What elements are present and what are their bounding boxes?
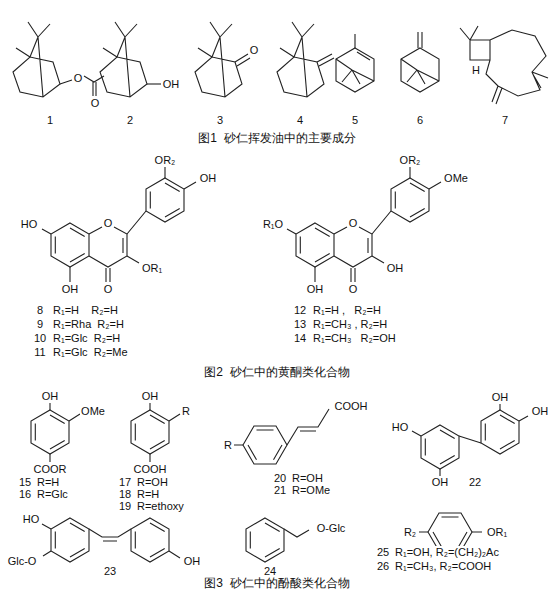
bornyl-acetate (13, 22, 104, 97)
atom-label: HO (22, 513, 41, 526)
substituent-note: R₁=Glc R₂=H (52, 332, 121, 345)
borneol (100, 22, 161, 97)
substituent-note: R₁=Rha R₂=H (52, 318, 125, 331)
flavonol-left (42, 167, 196, 282)
compound-number: 1 (46, 114, 54, 127)
atom-label: OR₁ (486, 526, 508, 539)
atom-label: OR₁ (141, 262, 163, 275)
atom-label: O (103, 217, 114, 230)
compound-number: 23 (103, 565, 117, 578)
atom-label: O (103, 283, 114, 296)
compound-number: 11 (33, 346, 46, 359)
atom-label: OH (183, 555, 202, 568)
compound-number: 14 (293, 332, 307, 345)
compound-number: 10 (33, 332, 47, 345)
atom-label: O (348, 283, 359, 296)
vanillic-acid (31, 403, 80, 462)
cinnamic-acid (234, 409, 329, 464)
biphenyl (412, 403, 528, 476)
atom-label: OH (306, 283, 325, 296)
atom-label: R (181, 405, 191, 418)
compound-number: 3 (216, 114, 224, 127)
compound-number: 19 (118, 500, 132, 513)
compound-number: 4 (296, 114, 304, 127)
atom-label: OH (61, 283, 80, 296)
substituent-note: R₁=Glc R₂=Me (52, 346, 129, 359)
atom-label: COOH (133, 463, 168, 476)
atom-label: COOR (33, 463, 68, 476)
substituent-note: R₁=CH₃, R₂=COOH (394, 560, 492, 573)
atom-label: OH (491, 391, 510, 404)
atom-label: COOH (334, 400, 369, 413)
atom-label: O-Glc (316, 522, 347, 535)
atom-label: OH (41, 390, 60, 403)
atom-label: OH (386, 262, 405, 275)
compound-number: 8 (36, 304, 44, 317)
benzyl-glucoside (246, 518, 309, 562)
compound-number: 25 (376, 546, 390, 559)
compound-number: 2 (126, 114, 134, 127)
figure-caption: 图1 砂仁挥发油中的主要成分 (197, 131, 356, 145)
substituent-note: R=OMe (291, 484, 331, 497)
atom-label: OMe (80, 405, 106, 418)
atom-label: OH (141, 390, 160, 403)
compound-number: 7 (501, 114, 509, 127)
atom-label: O (90, 97, 101, 110)
atom-label: O (348, 217, 359, 230)
compound-number: 22 (468, 476, 482, 489)
atom-label: OH (162, 78, 181, 91)
atom-label: HO (20, 218, 39, 231)
atom-label: OH (199, 172, 218, 185)
substituent-note: R₁=H , R₂=H (312, 304, 382, 317)
flavonol-right (287, 167, 441, 282)
atom-label: O (249, 44, 260, 57)
substituent-note: R=Glc (36, 488, 69, 501)
substituent-note: R₁=OH, R₂=(CH₂)₂Ac (394, 546, 500, 559)
figure-caption: 图3 砂仁中的酚酸类化合物 (203, 576, 350, 590)
substituent-note: R₁=CH₃ R₂=OH (312, 332, 397, 345)
atom-label: OH (431, 476, 450, 489)
atom-label: OH (531, 405, 550, 418)
compound-number: 6 (416, 114, 424, 127)
atom-label: HO (391, 421, 410, 434)
atom-label: H (471, 64, 481, 77)
atom-label: R₂ (403, 526, 417, 539)
figure-caption: 图2 砂仁中的黄酮类化合物 (203, 365, 350, 379)
compound-number: 12 (293, 304, 307, 317)
caryophyllene (460, 26, 548, 104)
compound-number: 5 (351, 114, 359, 127)
atom-label: O (73, 72, 84, 85)
substituent-note: R₁=CH₃ , R₂=H (312, 318, 388, 331)
substituent-note: R=ethoxy (136, 500, 185, 513)
atom-label: OMe (443, 172, 469, 185)
atom-label: R (223, 439, 233, 452)
compound-number: 21 (273, 484, 287, 497)
beta-pinene (401, 32, 439, 92)
atom-label: Glc-O (7, 555, 38, 568)
atom-label: OR₂ (154, 154, 177, 167)
substituent-note: R₁=H R₂=H (52, 304, 119, 317)
alpha-pinene (336, 34, 374, 92)
compound-number: 26 (376, 560, 390, 573)
compound-number: 16 (18, 488, 32, 501)
compound-number: 13 (293, 318, 307, 331)
camphene (277, 22, 334, 97)
camphor (195, 22, 250, 97)
benzoic-acid (131, 403, 180, 462)
atom-label: R₁O (262, 218, 284, 231)
compound-number: 9 (36, 318, 44, 331)
stilbene-glucoside (42, 518, 180, 562)
atom-label: OR₂ (399, 154, 422, 167)
